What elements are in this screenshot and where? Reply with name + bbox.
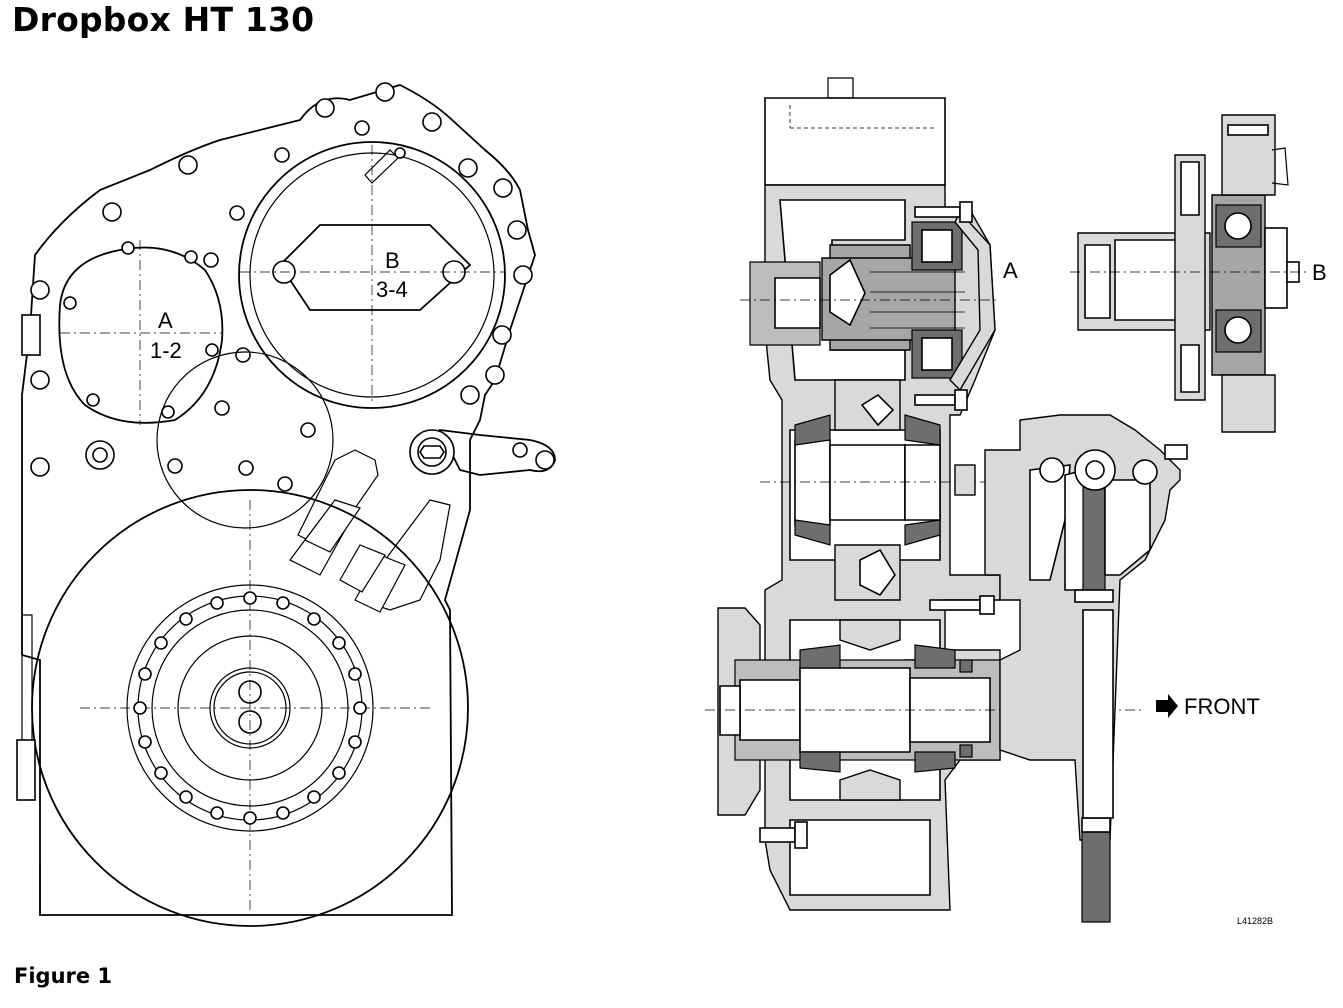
front-view: A 1-2 B 3-4 <box>16 82 556 927</box>
front-label: FRONT <box>1184 694 1260 719</box>
shaft-a-gears: 1-2 <box>150 338 182 363</box>
drawing-number: L41282B <box>1237 916 1273 926</box>
section-view: A <box>705 77 1327 926</box>
shaft-a-letter: A <box>158 308 173 333</box>
figure-label: Figure 1 <box>14 964 113 988</box>
page-title: Dropbox HT 130 <box>12 0 315 39</box>
label-b: B <box>1312 260 1327 285</box>
shaft-b-gears: 3-4 <box>376 277 408 302</box>
shaft-b-letter: B <box>385 248 400 273</box>
label-a: A <box>1003 258 1018 283</box>
